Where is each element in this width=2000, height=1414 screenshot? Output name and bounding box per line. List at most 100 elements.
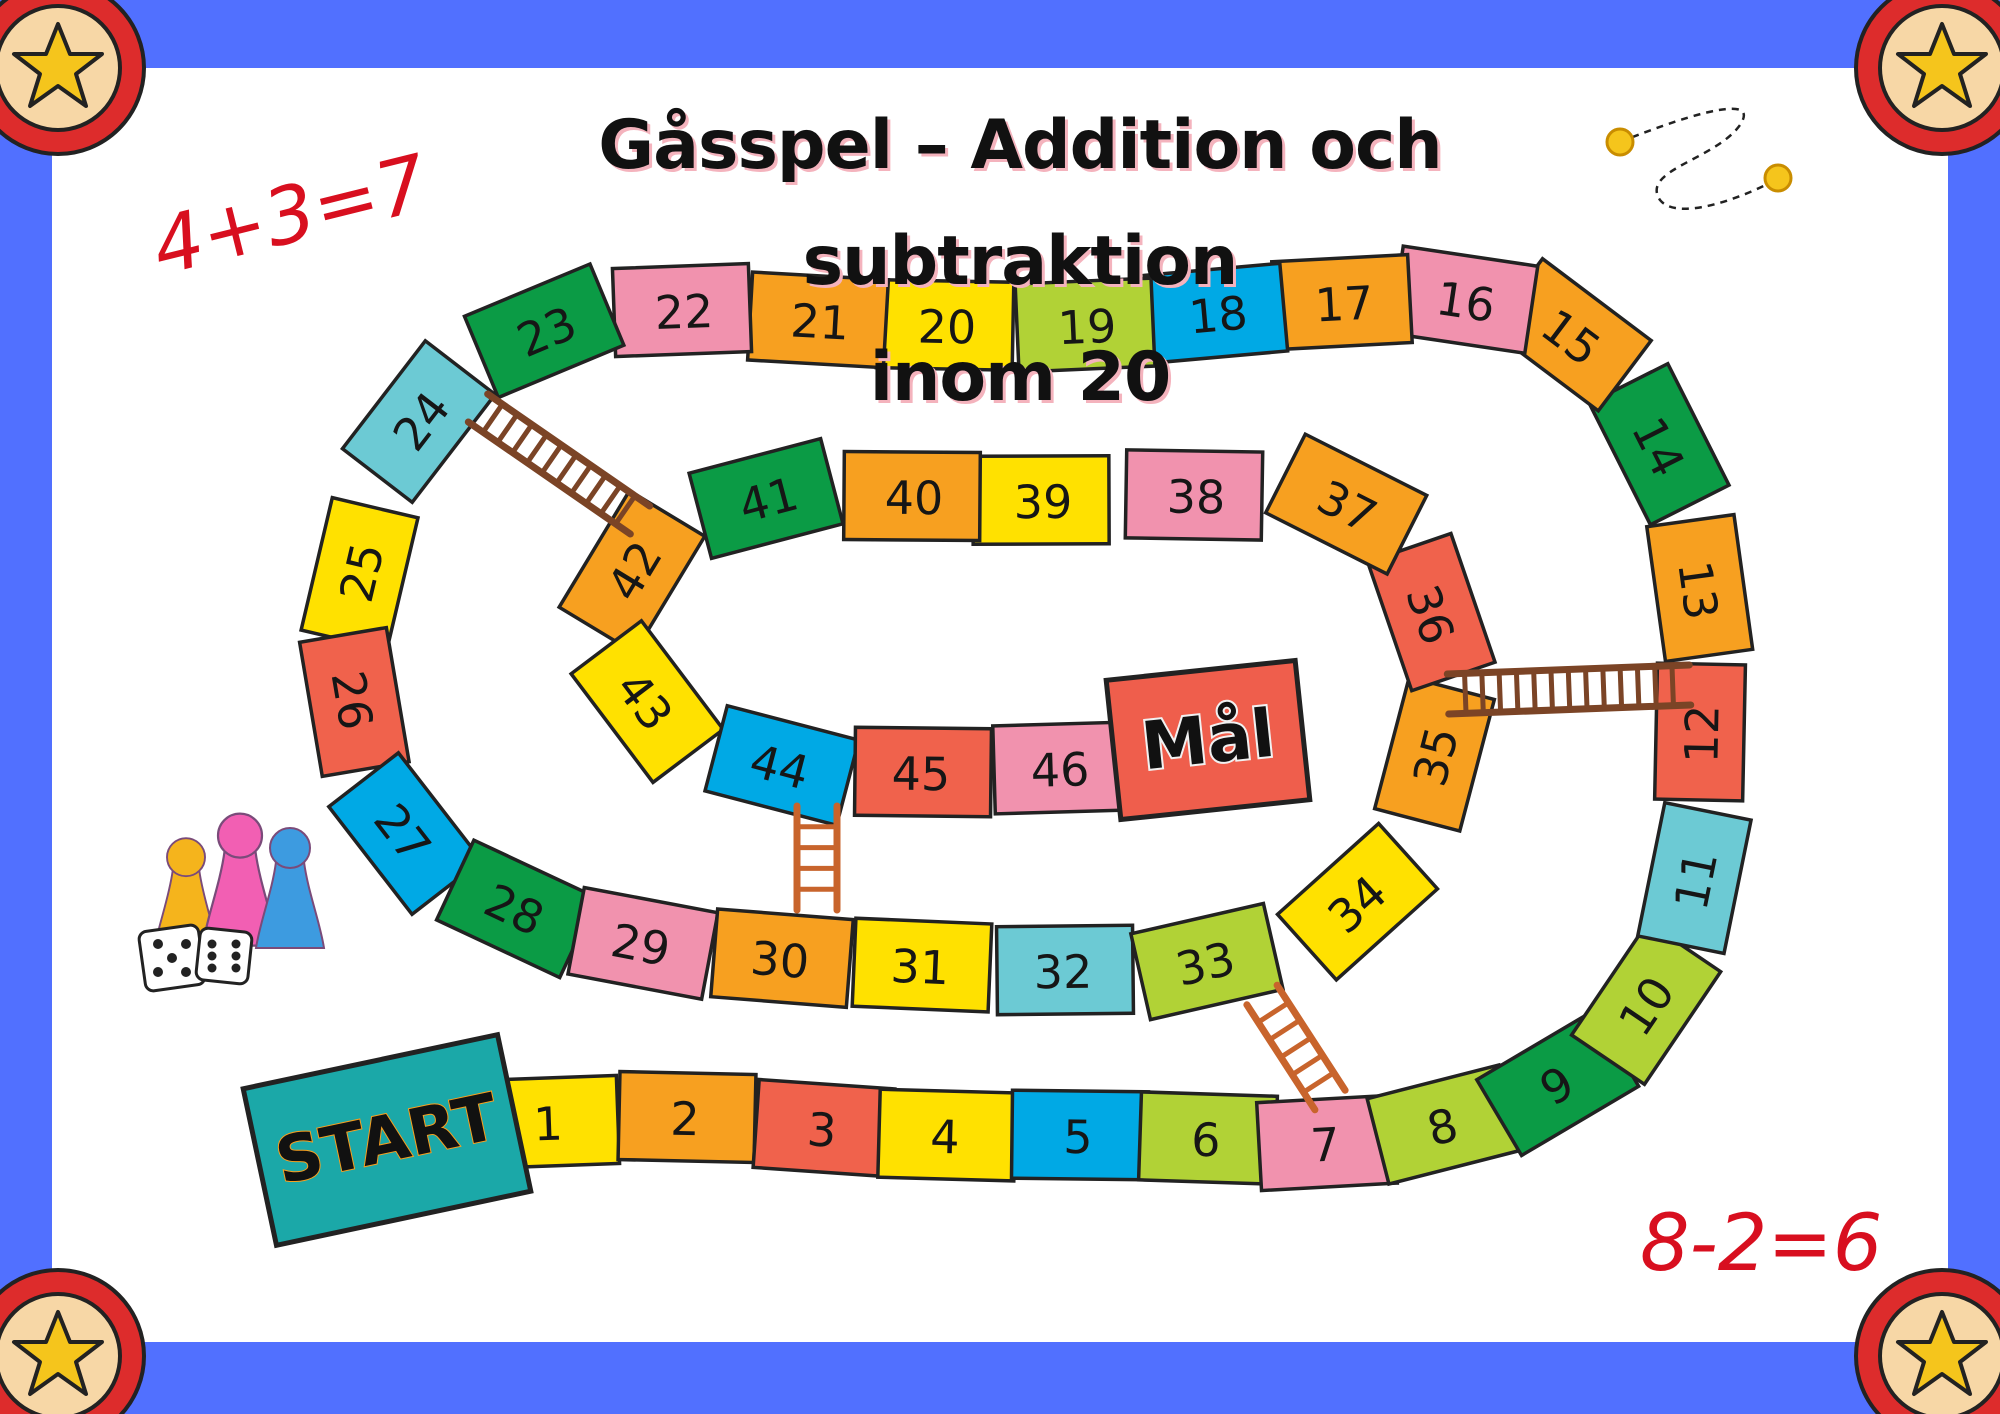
corner-star-icon	[1854, 0, 2000, 156]
board-square-tile	[1652, 661, 1748, 803]
board-square: 29	[565, 885, 720, 1002]
board-square-number: 33	[1171, 931, 1240, 997]
board-square-tile	[297, 625, 412, 779]
board-square: 12	[1652, 661, 1748, 803]
board-square: 21	[745, 270, 891, 370]
board-square-tile	[686, 436, 846, 561]
dice-icon	[137, 923, 254, 993]
board-square: 3	[751, 1077, 897, 1179]
board-square: 36	[1365, 531, 1498, 693]
dotted-path-icon	[1605, 107, 1793, 211]
board-square-number: 31	[890, 939, 951, 995]
board-square-tile	[841, 449, 983, 543]
board-square: 14	[1586, 361, 1732, 528]
board-square-number: 2	[670, 1092, 700, 1147]
board-square: 4	[876, 1087, 1018, 1183]
board-square-number: 19	[1057, 299, 1118, 356]
board-square: 31	[850, 916, 994, 1014]
title-line-1: Gåsspel – Addition och subtraktion	[598, 106, 1442, 301]
pawn-icon	[201, 812, 279, 947]
board-square-tile	[568, 618, 726, 785]
ladder-icon	[464, 390, 654, 538]
board-square: 26	[297, 625, 412, 779]
board-square-number: 6	[1190, 1113, 1221, 1168]
pawn-icon	[254, 827, 326, 949]
board-square-number: 16	[1433, 271, 1499, 333]
board-square: 20	[874, 277, 1016, 373]
board-square: 27	[326, 750, 485, 917]
board-square: 38	[1123, 448, 1265, 542]
board-square-number: 13	[1667, 558, 1729, 623]
board-square: 5	[1009, 1088, 1151, 1182]
board-square-number: 5	[1063, 1110, 1093, 1164]
board-square-tile	[556, 488, 708, 656]
board-square: 25	[299, 495, 421, 653]
board-square: 16	[1388, 244, 1540, 356]
goal-box: Mål	[1103, 657, 1313, 823]
board-square-tile	[1644, 512, 1755, 664]
board-square-tile	[994, 923, 1136, 1017]
page-title: Gåsspel – Addition och subtraktion inom …	[400, 88, 1640, 436]
board-square-tile	[1263, 431, 1430, 577]
board-square-tile	[1275, 821, 1440, 983]
board-square: 44	[702, 703, 861, 828]
board-square-number: 25	[329, 538, 395, 607]
board-square: 24	[340, 338, 498, 505]
board-square-tile	[462, 261, 627, 400]
board-square-tile	[850, 916, 994, 1014]
board-square-tile	[565, 885, 720, 1002]
corner-star-icon	[0, 0, 146, 156]
board-square: 11	[1635, 800, 1754, 956]
board-square-tile	[852, 725, 994, 819]
board-square: 41	[686, 436, 846, 561]
board-square-number: 1	[532, 1096, 563, 1151]
board-square: 13	[1644, 512, 1755, 664]
board-square-number: 3	[805, 1102, 838, 1158]
board-square-number: 7	[1309, 1117, 1341, 1173]
start-box: START	[240, 1031, 534, 1249]
board-square-number: 11	[1664, 846, 1729, 914]
board-square: 18	[1142, 261, 1290, 365]
board-square-tile	[326, 750, 485, 917]
board-square: 23	[462, 261, 627, 400]
board-square-tile	[1128, 901, 1286, 1022]
board-square-number: 26	[321, 667, 384, 734]
board-square: 35	[1372, 674, 1497, 834]
pawns-and-dice-icon	[137, 812, 326, 993]
board-square-number: 30	[749, 931, 812, 989]
board-square: 28	[434, 837, 600, 980]
board-square-tile	[610, 261, 754, 359]
board-square: 45	[852, 725, 994, 819]
board-square-number: 38	[1166, 470, 1225, 525]
board-square-number: 20	[917, 299, 977, 354]
board-square-tile	[1123, 448, 1265, 542]
board-square-number: 12	[1674, 704, 1729, 764]
ladder-icon	[1443, 661, 1695, 718]
board-square: 30	[708, 907, 856, 1010]
ladder-icon	[793, 802, 841, 914]
board-square-number: 17	[1313, 276, 1374, 333]
board-square-number: 46	[1030, 742, 1090, 798]
board-square-number: 22	[654, 284, 714, 340]
board-square: 17	[1269, 252, 1415, 352]
board-square-tile	[340, 338, 498, 505]
board-square-tile	[702, 703, 861, 828]
board-square: 32	[994, 923, 1136, 1017]
board-square: 43	[568, 618, 726, 785]
board-square: 46	[990, 720, 1134, 816]
board-square-tile	[1586, 361, 1732, 528]
board-square: 34	[1275, 821, 1440, 983]
board-square: 39	[971, 454, 1111, 547]
goal-label: Mål	[1138, 695, 1278, 785]
board-square-tile	[708, 907, 856, 1010]
board-square: 6	[1136, 1090, 1280, 1187]
board-square-number: 29	[607, 913, 675, 977]
board-square: 33	[1128, 901, 1286, 1022]
board-square: 42	[556, 488, 708, 656]
board-square: 7	[1254, 1093, 1400, 1193]
board-square-number: 18	[1187, 285, 1250, 344]
board-square: 37	[1263, 431, 1430, 577]
board-square: 2	[616, 1069, 758, 1165]
corner-star-icon	[0, 1268, 146, 1414]
